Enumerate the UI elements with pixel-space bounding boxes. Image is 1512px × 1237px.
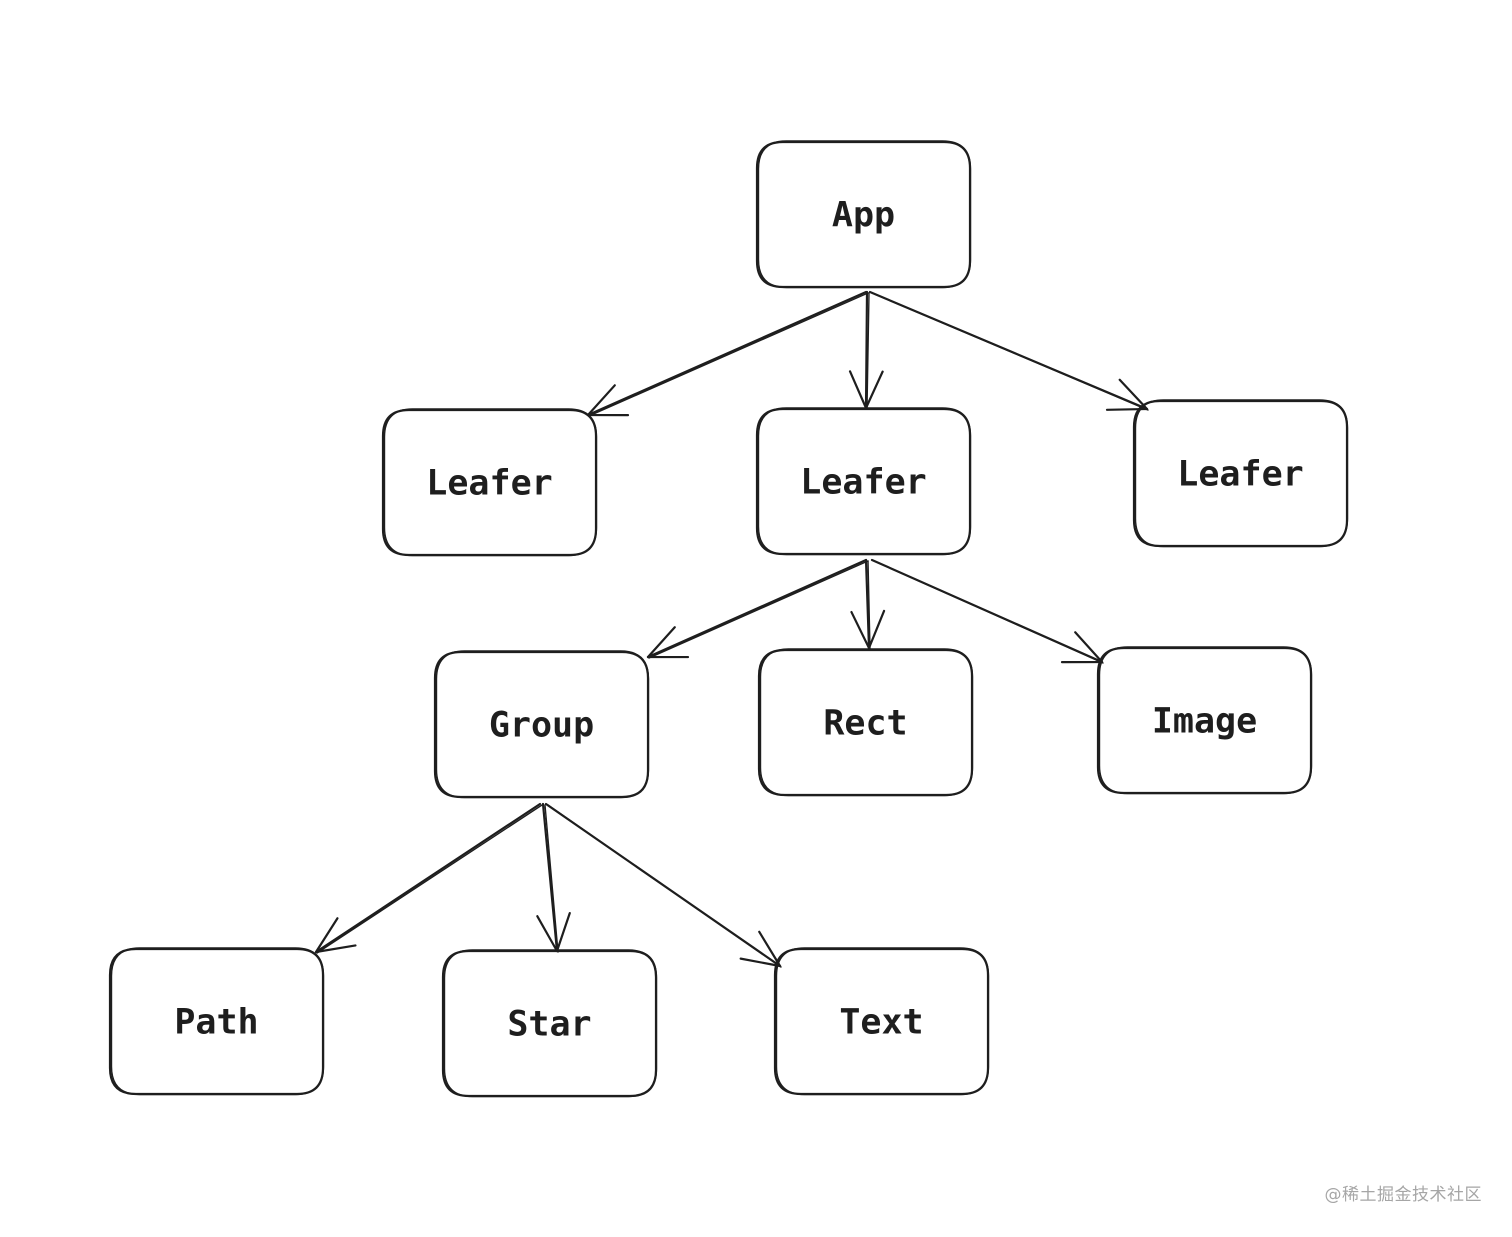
edge-group-to-text xyxy=(544,802,782,968)
node-leafer-3: Leafer xyxy=(1132,399,1349,548)
edge-line-sketch xyxy=(866,292,870,410)
node-group: Group xyxy=(433,650,650,799)
edge-leafer-2-to-rect xyxy=(850,558,886,650)
node-path: Path xyxy=(108,947,325,1096)
node-box-sketch xyxy=(110,947,325,1096)
node-label: Leafer xyxy=(800,463,926,503)
node-label: App xyxy=(832,196,895,236)
edge-line xyxy=(646,558,868,659)
edge-line-sketch xyxy=(544,804,559,953)
edge-line xyxy=(541,802,559,953)
edge-line-sketch xyxy=(648,560,869,659)
arrowhead xyxy=(646,626,690,659)
node-leafer-1: Leafer xyxy=(381,408,598,557)
edge-leafer-2-to-group xyxy=(646,558,869,659)
edge-line-sketch xyxy=(867,560,871,650)
edge-line-sketch xyxy=(873,560,1104,664)
node-label: Path xyxy=(174,1003,258,1043)
edge-app-to-leafer-3 xyxy=(868,290,1149,411)
node-box-sketch xyxy=(435,650,650,799)
node-image: Image xyxy=(1096,646,1313,795)
node-text: Text xyxy=(773,947,990,1096)
node-star: Star xyxy=(441,949,658,1098)
arrowhead xyxy=(314,917,357,954)
arrowhead xyxy=(1105,378,1149,411)
node-app: App xyxy=(755,140,972,289)
node-label: Leafer xyxy=(1177,455,1303,495)
node-box-sketch xyxy=(757,407,972,556)
node-label: Group xyxy=(489,706,594,746)
node-label: Text xyxy=(839,1003,923,1043)
node-box-sketch xyxy=(759,648,974,797)
edge-line xyxy=(864,290,869,410)
edge-leafer-2-to-image xyxy=(870,558,1104,664)
edge-line-sketch xyxy=(588,292,869,417)
edge-line xyxy=(314,802,542,954)
edge-line-sketch xyxy=(316,804,543,954)
watermark: @稀土掘金技术社区 xyxy=(1324,1185,1482,1205)
node-box-sketch xyxy=(1098,646,1313,795)
edge-app-to-leafer-2 xyxy=(848,290,884,410)
edge-line-sketch xyxy=(547,804,782,968)
edges-layer xyxy=(314,290,1149,968)
node-label: Star xyxy=(507,1005,591,1045)
edge-line-sketch xyxy=(871,292,1149,411)
node-box-sketch xyxy=(757,140,972,289)
edge-line xyxy=(864,558,871,650)
edge-line xyxy=(586,290,868,417)
node-box-sketch xyxy=(1134,399,1349,548)
arrowhead xyxy=(739,930,782,968)
edge-group-to-path xyxy=(314,802,543,954)
node-label: Leafer xyxy=(426,464,552,504)
node-box-sketch xyxy=(775,947,990,1096)
node-leafer-2: Leafer xyxy=(755,407,972,556)
node-rect: Rect xyxy=(757,648,974,797)
edge-group-to-star xyxy=(536,802,571,953)
edge-app-to-leafer-1 xyxy=(586,290,869,417)
node-box-sketch xyxy=(443,949,658,1098)
node-label: Rect xyxy=(823,704,907,744)
arrowhead xyxy=(850,609,886,650)
node-box-sketch xyxy=(383,408,598,557)
node-label: Image xyxy=(1152,702,1257,742)
